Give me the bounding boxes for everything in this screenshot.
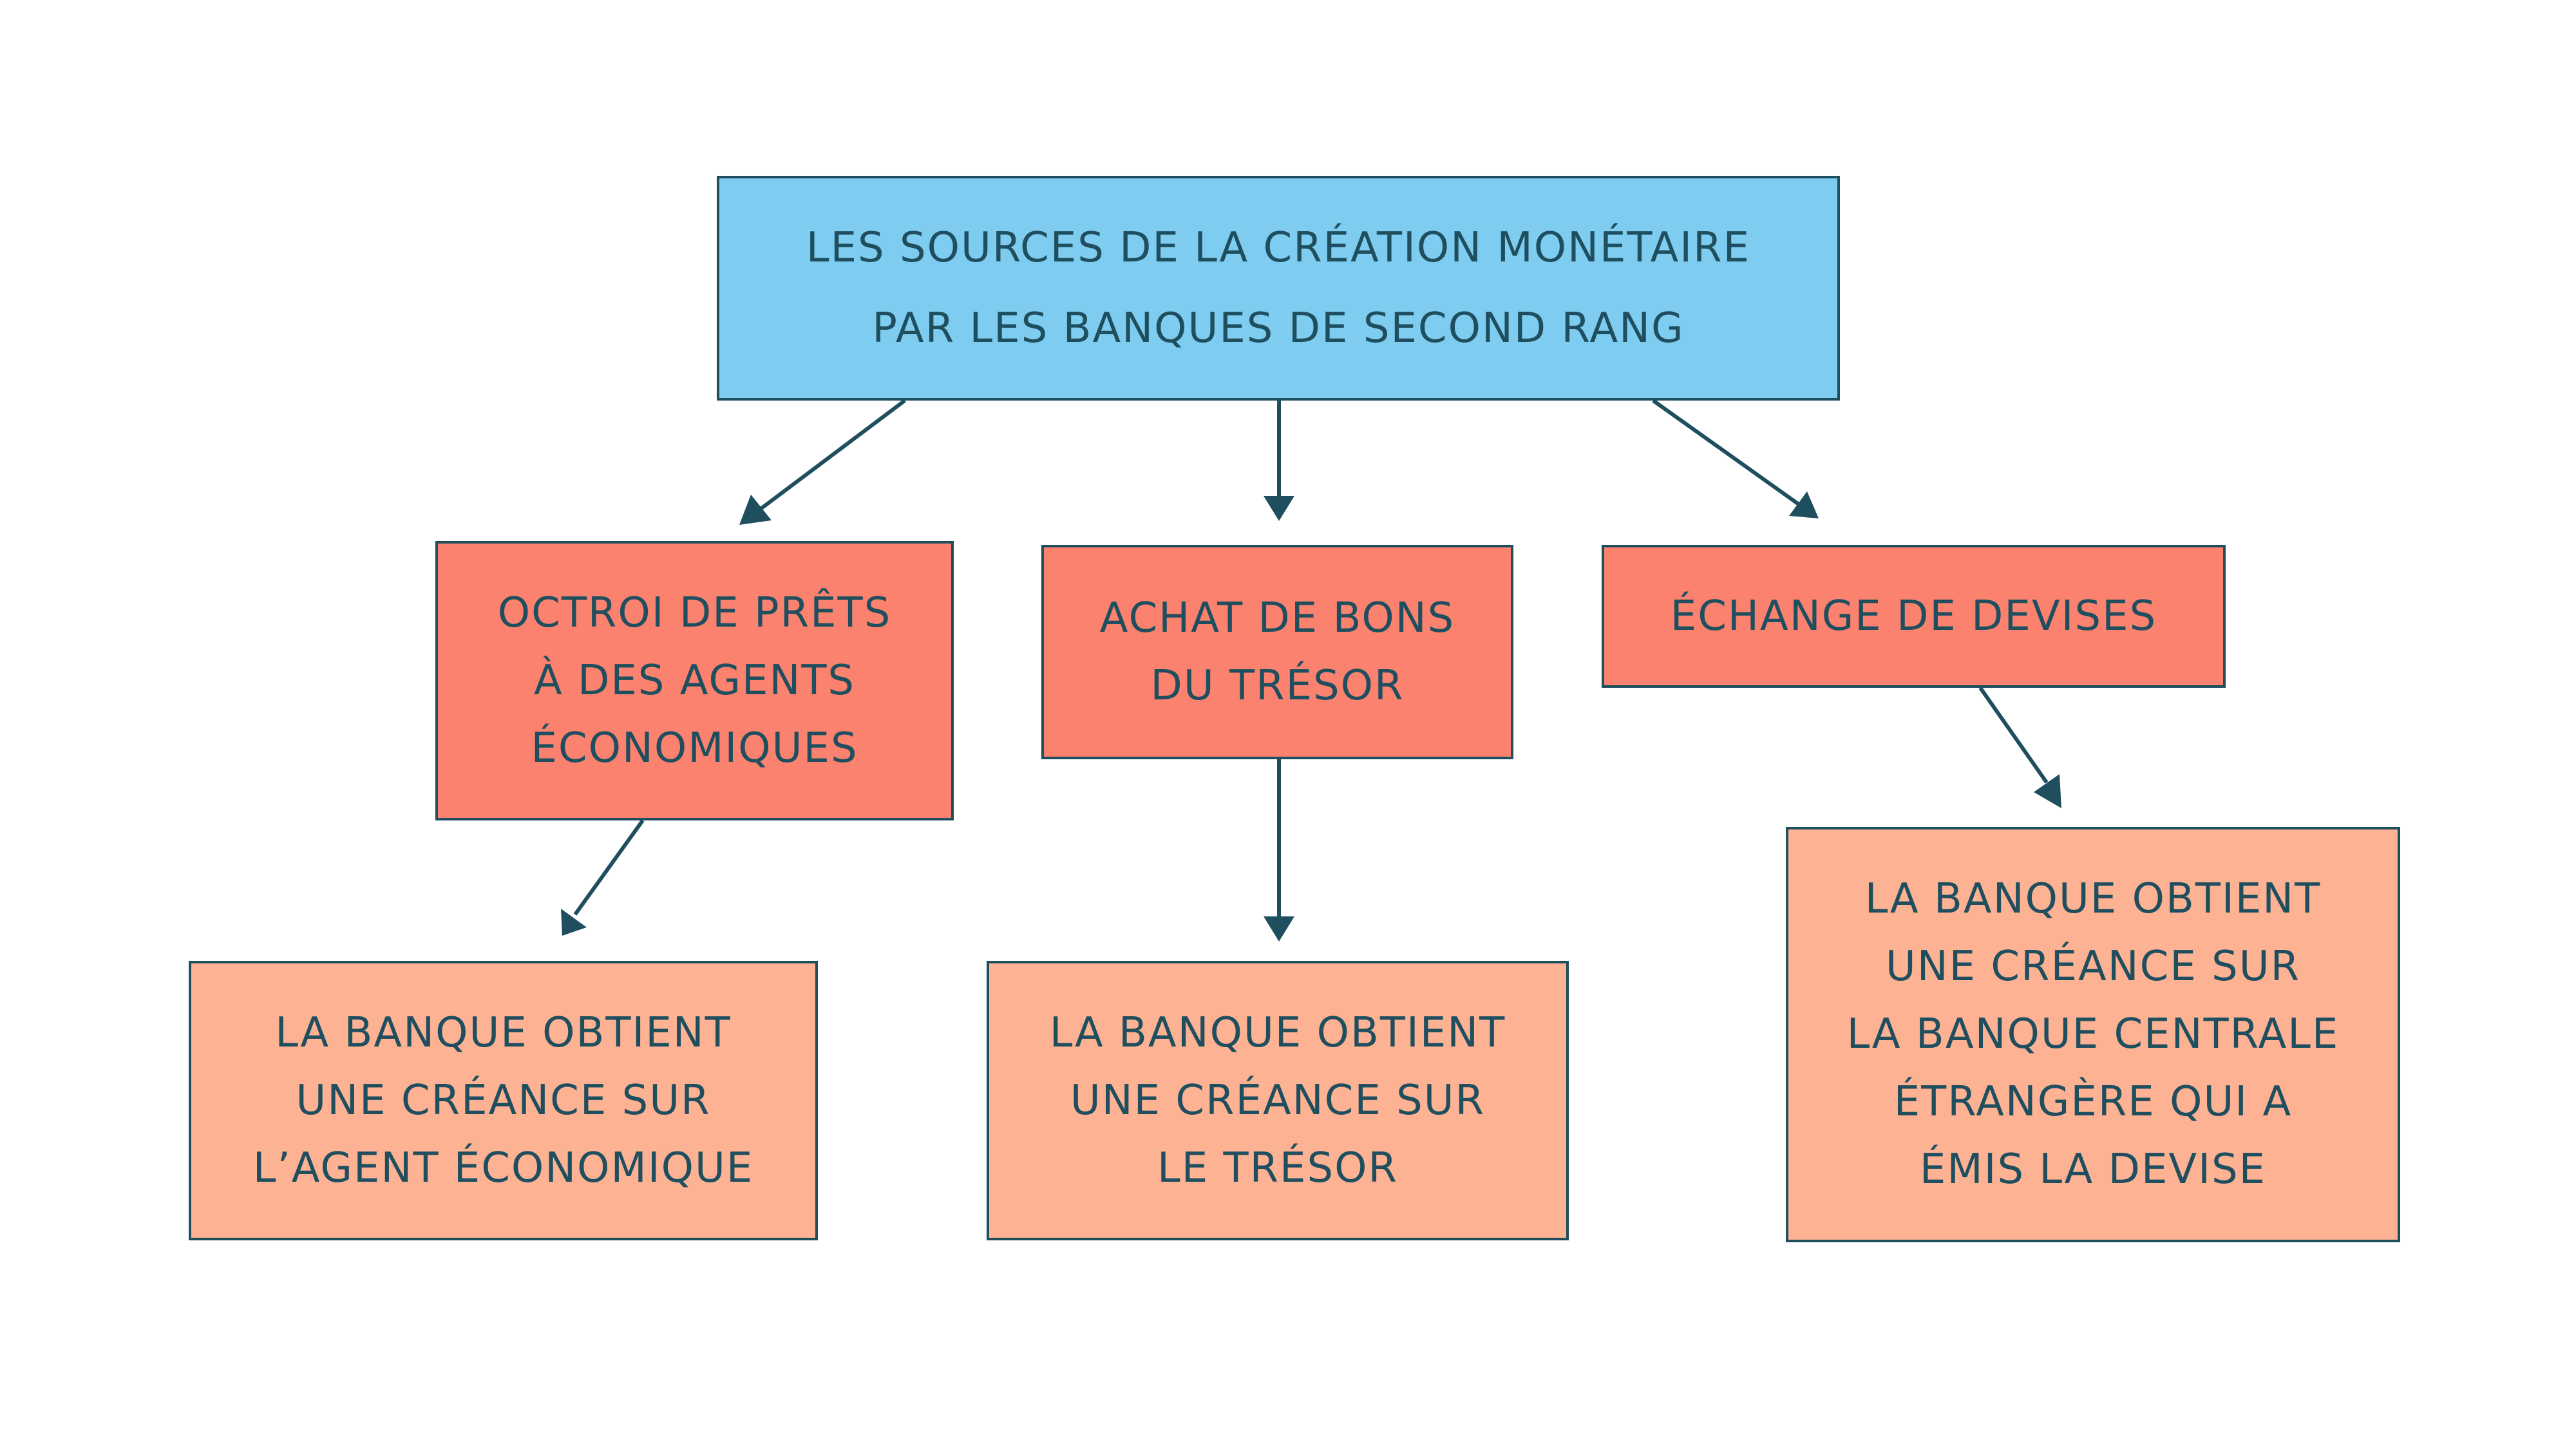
node-line: le Trésor	[1157, 1144, 1398, 1192]
node-line: une créance sur	[296, 1076, 711, 1124]
arrowhead-root-to-pret	[739, 495, 772, 525]
node-text: Octroi de prêts à des agents économiques	[498, 580, 892, 782]
node-line: à des agents	[533, 656, 856, 705]
arrow-root-to-pret	[753, 399, 906, 515]
node-text: Échange de devises	[1671, 583, 2157, 650]
arrowhead-devises-to-creance-bc	[2034, 774, 2061, 808]
node-text: La banque obtient une créance sur la ban…	[1847, 866, 2340, 1204]
node-creance-tresor: La banque obtient une créance sur le Tré…	[987, 961, 1569, 1240]
node-line: du Trésor	[1150, 661, 1405, 710]
arrow-devises-to-creance-bc	[1978, 687, 2049, 784]
node-text: La banque obtient une créance sur l’agen…	[253, 999, 754, 1202]
arrowhead-root-to-bons	[1264, 496, 1294, 521]
node-line: Achat de bons	[1099, 594, 1455, 642]
node-creance-agent-economique: La banque obtient une créance sur l’agen…	[189, 961, 818, 1240]
node-sources-creation-monetaire: Les sources de la création monétaire par…	[717, 176, 1840, 401]
node-line: Octroi de prêts	[497, 589, 892, 637]
node-line: émis la devise	[1919, 1146, 2267, 1193]
node-line: Échange de devises	[1670, 592, 2157, 640]
node-text: Les sources de la création monétaire par…	[806, 208, 1750, 369]
node-line: La banque obtient	[275, 1009, 732, 1057]
node-line: une créance sur	[1885, 943, 2301, 990]
arrowhead-bons-to-creance-tresor	[1264, 916, 1294, 942]
node-line: Les sources de la création monétaire	[806, 223, 1751, 272]
node-line: La banque obtient	[1864, 875, 2322, 923]
node-line: économiques	[531, 724, 858, 772]
node-creance-banque-centrale: La banque obtient une créance sur la ban…	[1786, 827, 2400, 1242]
node-line: une créance sur	[1070, 1076, 1486, 1124]
node-line: l’agent économique	[252, 1144, 754, 1192]
node-line: par les banques de second rang	[872, 304, 1685, 352]
arrowhead-pret-to-creance-agent	[561, 909, 587, 936]
node-line: la banque centrale	[1846, 1010, 2340, 1058]
arrowhead-root-to-devises	[1789, 491, 1819, 518]
node-line: La banque obtient	[1049, 1009, 1506, 1057]
node-octroi-de-prets: Octroi de prêts à des agents économiques	[435, 541, 954, 820]
node-achat-bons-tresor: Achat de bons du Trésor	[1041, 545, 1513, 759]
node-text: Achat de bons du Trésor	[1100, 585, 1455, 720]
arrow-pret-to-creance-agent	[573, 819, 645, 916]
node-line: étrangère qui a	[1893, 1078, 2293, 1126]
node-echange-devises: Échange de devises	[1602, 545, 2226, 688]
node-text: La banque obtient une créance sur le Tré…	[1050, 999, 1506, 1202]
arrow-root-to-devises	[1652, 399, 1804, 509]
